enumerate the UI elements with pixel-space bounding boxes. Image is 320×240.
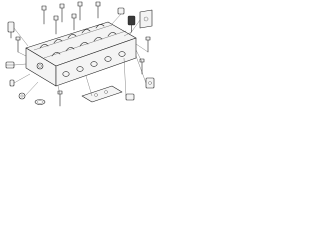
small-part-right [117, 7, 125, 15]
seal-ring [34, 99, 46, 105]
bolt-right-2 [139, 58, 145, 75]
cylinder-head [25, 21, 137, 87]
bearing-4 [81, 29, 91, 34]
bolt-4 [95, 1, 101, 19]
bearing-2 [53, 39, 63, 44]
head-top-detail-2 [43, 30, 127, 59]
port-4 [104, 56, 112, 62]
bearing-8 [79, 42, 89, 47]
bearing-3 [67, 34, 77, 39]
right-parts [117, 7, 155, 89]
bolt-1 [41, 5, 47, 25]
bearing-5 [95, 24, 105, 29]
sensor-left [7, 21, 15, 39]
front-face-bore-inner [38, 64, 42, 68]
bracket-right [139, 9, 153, 29]
bearing-9 [93, 37, 103, 42]
gasket [81, 85, 123, 103]
bolt-6 [71, 13, 77, 31]
front-face-bore [36, 62, 44, 70]
bolt-right-1 [145, 36, 151, 53]
bolt-left [15, 36, 21, 53]
left-parts [5, 21, 26, 100]
intake-ports [62, 51, 126, 77]
parts-diagram [0, 0, 160, 112]
bottom-parts [34, 85, 135, 107]
leader-lines [13, 13, 149, 97]
plug-bottom-right [125, 93, 135, 101]
bearing-1 [39, 44, 49, 49]
bolt-5 [53, 15, 59, 35]
plug-left [5, 61, 15, 69]
camshaft-bearings [39, 24, 117, 57]
port-1 [62, 71, 70, 77]
dark-sensor-right [127, 15, 136, 33]
head-bolts [41, 1, 101, 35]
head-top-detail-1 [33, 24, 113, 51]
parts-diagram-canvas [5, 1, 155, 107]
bolt-3 [77, 1, 83, 21]
bolt-2 [59, 3, 65, 23]
dowel-pin-left [9, 79, 15, 87]
port-5 [118, 51, 126, 57]
bearing-10 [107, 32, 117, 37]
port-2 [76, 66, 84, 72]
washer-left [18, 92, 26, 100]
stud-bottom [57, 90, 63, 107]
port-3 [90, 61, 98, 67]
flange-right [145, 77, 155, 89]
